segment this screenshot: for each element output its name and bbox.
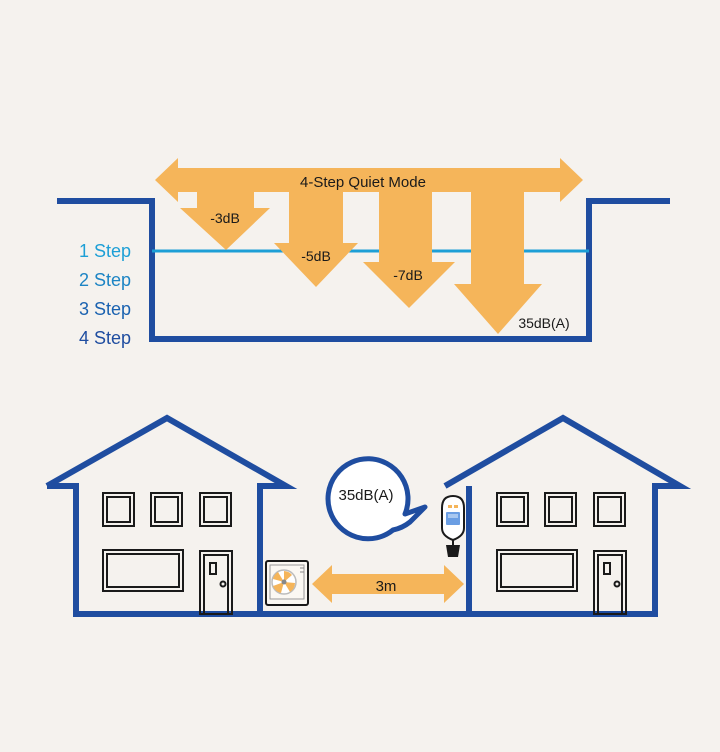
distance-label: 3m bbox=[376, 578, 397, 595]
step-labels: 1 Step 2 Step 3 Step 4 Step bbox=[79, 241, 131, 348]
window bbox=[199, 492, 232, 527]
distance-arrow bbox=[312, 565, 464, 603]
window bbox=[102, 492, 135, 527]
window bbox=[544, 492, 577, 527]
outdoor-unit-icon bbox=[265, 560, 309, 606]
speech-bubble bbox=[325, 456, 428, 542]
step-label-4: 4 Step bbox=[79, 328, 131, 348]
window bbox=[593, 492, 626, 527]
reduction-arrow-5db bbox=[274, 188, 358, 287]
quiet-mode-title: 4-Step Quiet Mode bbox=[300, 174, 426, 191]
door-inner bbox=[203, 554, 229, 615]
step-label-2: 2 Step bbox=[79, 270, 131, 290]
houses-outline bbox=[45, 414, 298, 617]
right-house-door bbox=[593, 550, 627, 615]
right-house-outline bbox=[443, 414, 692, 617]
window bbox=[496, 492, 529, 527]
door-knob bbox=[613, 580, 621, 588]
reduction-arrow-35dba bbox=[454, 188, 542, 334]
reduction-label-5db: -5dB bbox=[301, 248, 331, 264]
large-window bbox=[102, 549, 184, 592]
window bbox=[150, 492, 183, 527]
reduction-label-7db: -7dB bbox=[393, 267, 423, 283]
left-house-door bbox=[199, 550, 233, 615]
right-house-windows bbox=[496, 492, 626, 592]
door-window bbox=[209, 562, 217, 575]
window-pane bbox=[500, 496, 525, 523]
door-inner bbox=[597, 554, 623, 615]
large-window bbox=[496, 549, 578, 592]
reduction-label-3db: -3dB bbox=[210, 210, 240, 226]
reduction-arrow-7db bbox=[363, 188, 455, 308]
noise-meter-icon bbox=[441, 494, 465, 557]
reduction-arrow-3db bbox=[180, 188, 270, 250]
reduction-label-35dba: 35dB(A) bbox=[518, 315, 569, 331]
step-label-1: 1 Step bbox=[79, 241, 131, 261]
left-house-windows bbox=[102, 492, 232, 592]
window-pane bbox=[597, 496, 622, 523]
sound-container-outline bbox=[57, 198, 670, 342]
step-label-3: 3 Step bbox=[79, 299, 131, 319]
bubble-noise-level: 35dB(A) bbox=[338, 487, 393, 504]
window-pane bbox=[106, 496, 131, 523]
window-pane bbox=[154, 496, 179, 523]
large-window-pane bbox=[500, 553, 574, 588]
door-knob bbox=[219, 580, 227, 588]
large-window-pane bbox=[106, 553, 180, 588]
window-pane bbox=[203, 496, 228, 523]
window-pane bbox=[548, 496, 573, 523]
door-window bbox=[603, 562, 611, 575]
